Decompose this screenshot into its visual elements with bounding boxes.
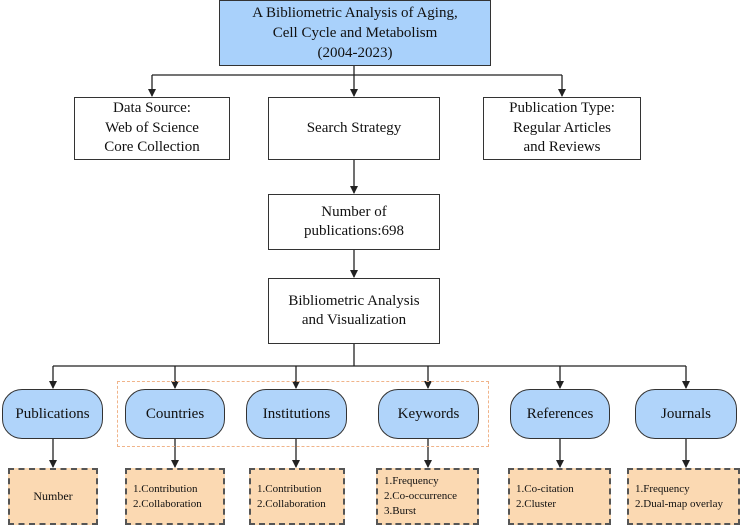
detail-countries: 1.Contribution 2.Collaboration: [125, 468, 225, 525]
category-countries: Countries: [125, 389, 225, 439]
grouping-frame: [117, 381, 489, 447]
search-strategy-box: Search Strategy: [268, 97, 440, 160]
data-source-text: Data Source: Web of Science Core Collect…: [104, 100, 200, 156]
category-keywords-label: Keywords: [397, 405, 460, 422]
category-keywords: Keywords: [378, 389, 479, 439]
category-institutions: Institutions: [246, 389, 347, 439]
category-institutions-label: Institutions: [262, 405, 331, 422]
detail-countries-text: 1.Contribution 2.Collaboration: [133, 482, 202, 510]
category-references-label: References: [526, 405, 594, 422]
detail-institutions: 1.Contribution 2.Collaboration: [249, 468, 345, 525]
analysis-box: Bibliometric Analysis and Visualization: [268, 278, 440, 344]
category-references: References: [510, 389, 610, 439]
publication-type-text: Publication Type: Regular Articles and R…: [509, 100, 615, 156]
detail-publications-text: Number: [33, 489, 73, 504]
detail-references: 1.Co-citation 2.Cluster: [508, 468, 611, 525]
category-publications: Publications: [2, 389, 103, 439]
search-strategy-text: Search Strategy: [306, 119, 402, 136]
number-of-publications-text: Number of publications:698: [304, 203, 404, 240]
category-journals: Journals: [635, 389, 737, 439]
title-box: A Bibliometric Analysis of Aging, Cell C…: [219, 0, 491, 66]
category-publications-label: Publications: [15, 405, 90, 422]
detail-keywords: 1.Frequency 2.Co-occurrence 3.Burst: [376, 468, 479, 525]
publication-type-box: Publication Type: Regular Articles and R…: [483, 97, 641, 160]
category-countries-label: Countries: [145, 405, 205, 422]
detail-institutions-text: 1.Contribution 2.Collaboration: [257, 482, 326, 510]
detail-keywords-text: 1.Frequency 2.Co-occurrence 3.Burst: [384, 475, 457, 517]
data-source-box: Data Source: Web of Science Core Collect…: [74, 97, 230, 160]
detail-publications: Number: [8, 468, 98, 525]
detail-references-text: 1.Co-citation 2.Cluster: [516, 482, 574, 510]
title-text: A Bibliometric Analysis of Aging, Cell C…: [252, 4, 458, 62]
detail-journals: 1.Frequency 2.Dual-map overlay: [627, 468, 740, 525]
category-journals-label: Journals: [661, 405, 711, 422]
analysis-text: Bibliometric Analysis and Visualization: [288, 292, 420, 329]
number-of-publications-box: Number of publications:698: [268, 194, 440, 250]
detail-journals-text: 1.Frequency 2.Dual-map overlay: [635, 482, 723, 510]
